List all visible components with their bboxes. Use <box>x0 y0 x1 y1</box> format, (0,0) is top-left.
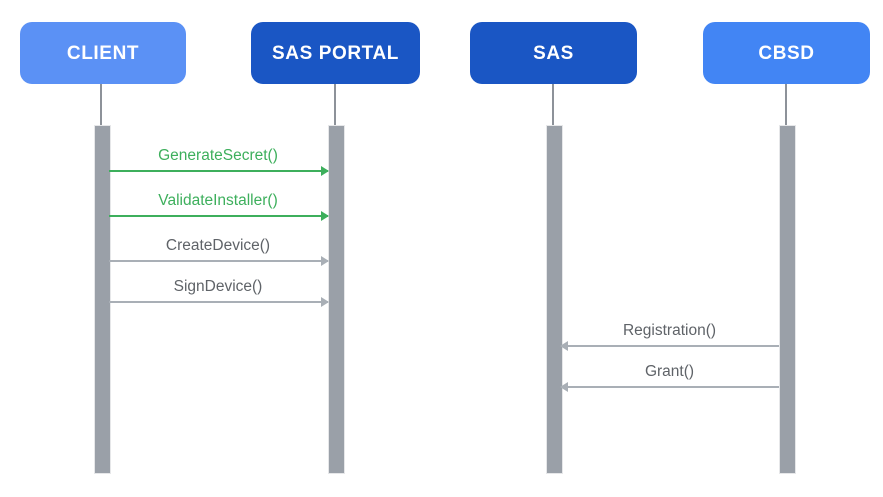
message-line-msg-validate-installer <box>108 215 328 217</box>
arrowhead-icon-msg-sign-device <box>320 296 329 307</box>
message-label-msg-generate-secret: GenerateSecret() <box>158 146 278 164</box>
participant-box-client[interactable]: CLIENT <box>20 22 186 84</box>
arrowhead-icon-msg-generate-secret <box>320 165 329 176</box>
arrowhead-icon-msg-registration <box>559 340 568 351</box>
lifeline-stem-client <box>100 84 102 125</box>
message-line-msg-registration <box>560 345 779 347</box>
message-label-msg-grant: Grant() <box>644 362 695 380</box>
activation-bar-sas-portal <box>327 125 345 474</box>
arrowhead-icon-msg-create-device <box>320 255 329 266</box>
lifeline-stem-sas <box>552 84 554 125</box>
activation-bar-client <box>93 125 111 474</box>
lifeline-stem-cbsd <box>785 84 787 125</box>
participant-label-sas: SAS <box>533 42 574 64</box>
participant-label-client: CLIENT <box>66 42 140 64</box>
lifeline-stem-sas-portal <box>334 84 336 125</box>
message-line-msg-create-device <box>108 260 328 262</box>
participant-label-sas-portal: SAS PORTAL <box>271 42 400 64</box>
message-label-msg-sign-device: SignDevice() <box>173 277 263 295</box>
message-label-msg-validate-installer: ValidateInstaller() <box>158 191 278 209</box>
participant-box-cbsd[interactable]: CBSD <box>703 22 870 84</box>
message-line-msg-grant <box>560 386 779 388</box>
activation-bar-sas <box>545 125 563 474</box>
message-line-msg-generate-secret <box>108 170 328 172</box>
participant-box-sas[interactable]: SAS <box>470 22 637 84</box>
message-line-msg-sign-device <box>108 301 328 303</box>
message-label-msg-registration: Registration() <box>622 321 717 339</box>
arrowhead-icon-msg-grant <box>559 381 568 392</box>
message-label-msg-create-device: CreateDevice() <box>165 236 271 254</box>
activation-bar-cbsd <box>778 125 796 474</box>
arrowhead-icon-msg-validate-installer <box>320 210 329 221</box>
participant-box-sas-portal[interactable]: SAS PORTAL <box>251 22 420 84</box>
participant-label-cbsd: CBSD <box>758 42 815 64</box>
